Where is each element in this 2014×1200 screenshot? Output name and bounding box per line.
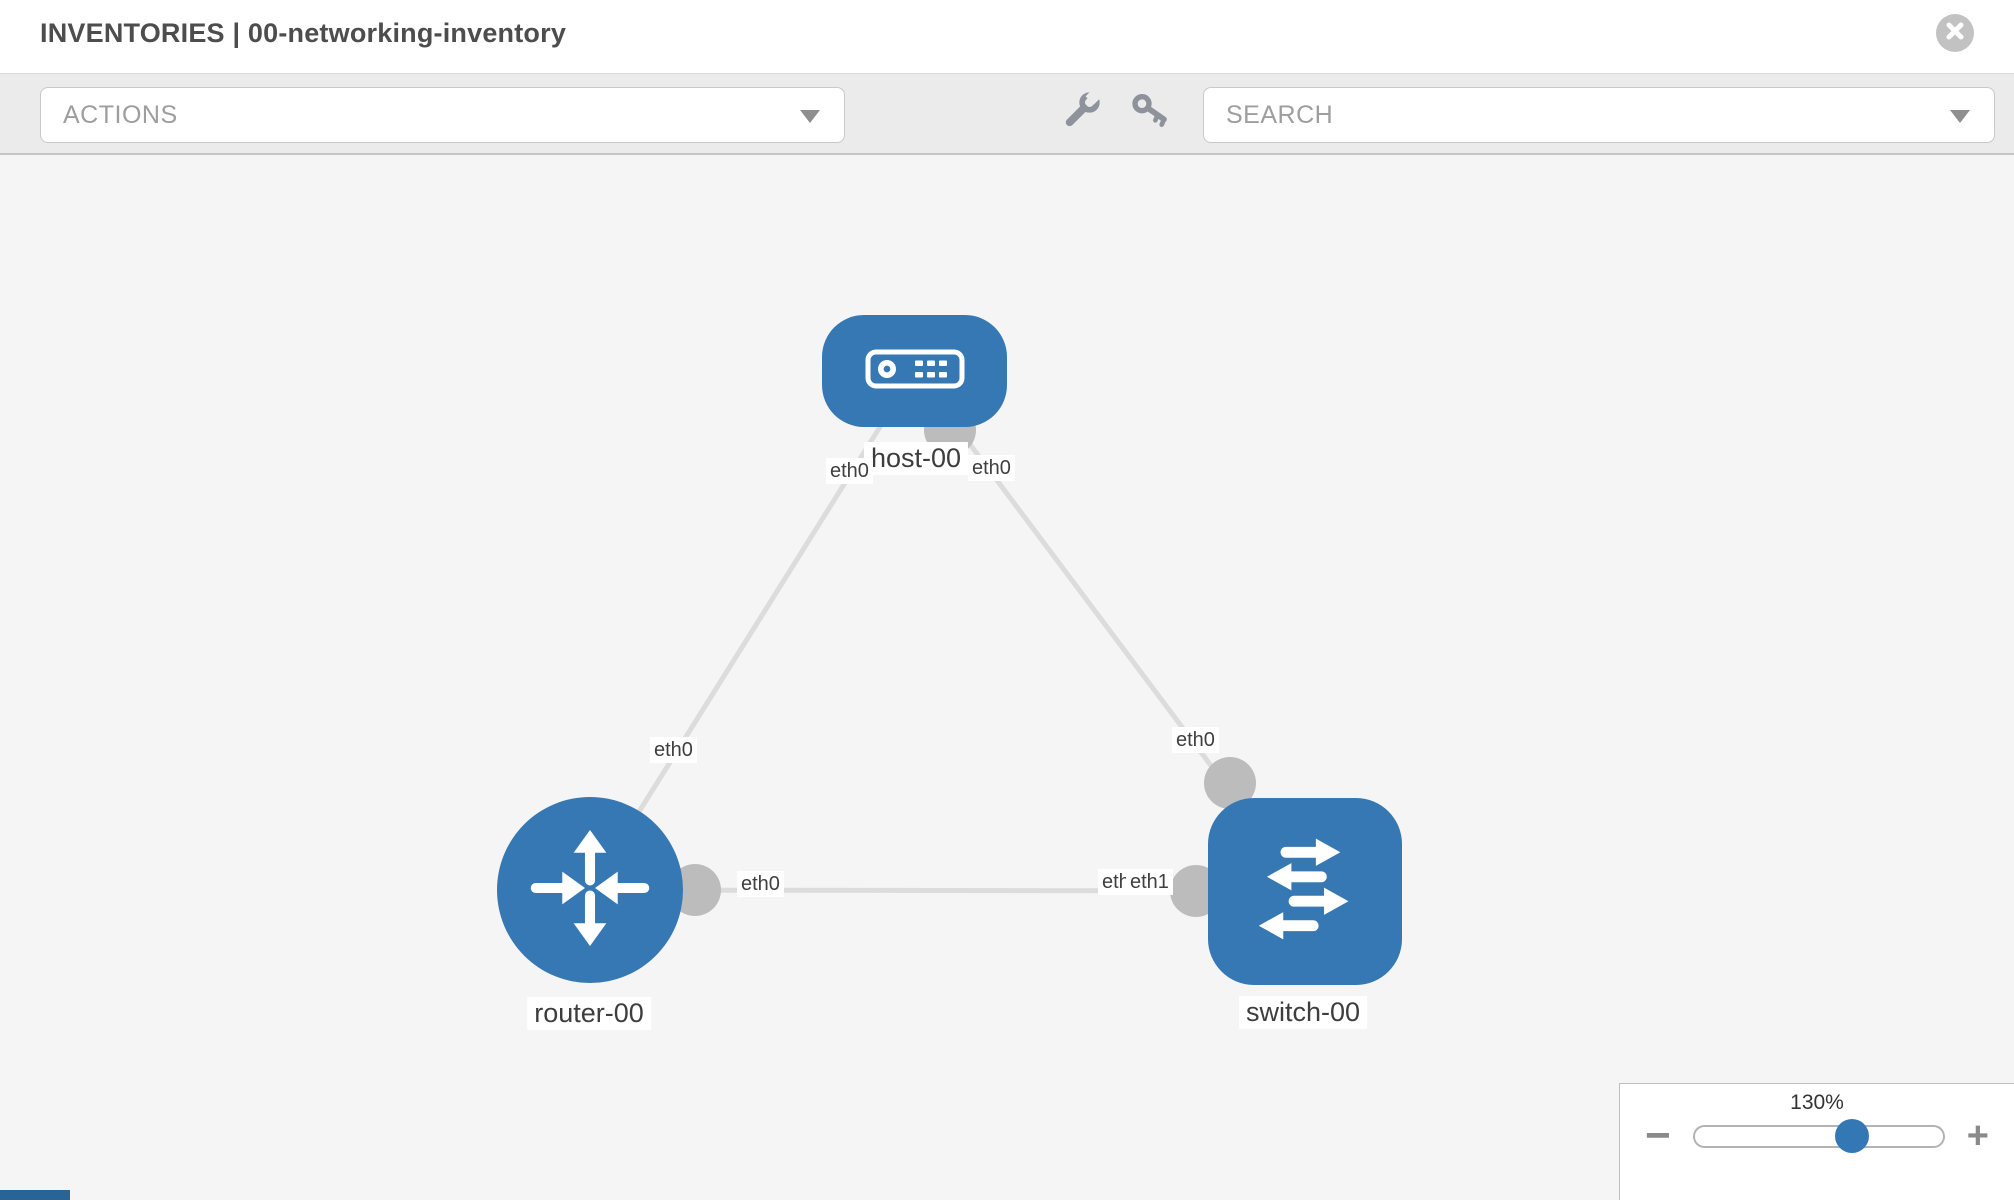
search-dropdown-label: SEARCH — [1226, 100, 1334, 129]
search-dropdown[interactable]: SEARCH — [1203, 87, 1995, 143]
zoom-slider-knob[interactable] — [1834, 1118, 1869, 1153]
zoom-in-button[interactable]: + — [1966, 1115, 1989, 1157]
links-layer — [587, 369, 1307, 917]
node-label-router: router-00 — [527, 997, 651, 1031]
zoom-panel: 130% − + — [1619, 1083, 2014, 1200]
node-label-host: host-00 — [863, 442, 969, 476]
key-icon — [1130, 90, 1170, 135]
router-icon — [527, 825, 653, 956]
zoom-out-button[interactable]: − — [1645, 1111, 1671, 1160]
node-label-switch: switch-00 — [1238, 996, 1368, 1030]
chevron-down-icon — [800, 110, 820, 123]
actions-dropdown[interactable]: ACTIONS — [40, 87, 845, 143]
close-icon — [1946, 22, 1964, 45]
switch-icon — [1237, 821, 1373, 962]
interface-label: eth0 — [650, 737, 697, 763]
actions-dropdown-label: ACTIONS — [63, 100, 178, 129]
link-host-router — [587, 369, 918, 892]
connector-switch-top — [1204, 757, 1256, 809]
zoom-percentage: 130% — [1790, 1091, 1844, 1114]
interface-label: eth0 — [968, 455, 1015, 481]
host-icon — [865, 349, 965, 394]
switch-icon-node[interactable] — [1208, 798, 1402, 985]
topology-canvas[interactable]: host-00 router-00 switch-00 eth0 eth0 et… — [0, 155, 2014, 1200]
interface-label: eth0 — [826, 458, 873, 484]
close-button[interactable] — [1936, 14, 1974, 52]
interface-label: eth0 — [737, 871, 784, 897]
wrench-button[interactable] — [1054, 84, 1110, 140]
wrench-icon — [1062, 88, 1102, 135]
zoom-slider-track[interactable] — [1692, 1118, 1945, 1153]
key-button[interactable] — [1122, 84, 1178, 140]
interface-label: eth0 — [1172, 727, 1219, 753]
partial-element-bottom-left — [0, 1190, 70, 1200]
node-router-00[interactable] — [497, 797, 683, 983]
interface-label: eth1 — [1126, 869, 1173, 895]
toolbar: ACTIONS S — [0, 73, 2014, 155]
modal-header: INVENTORIES | 00-networking-inventory — [0, 0, 2014, 73]
page-title: INVENTORIES | 00-networking-inventory — [40, 18, 567, 48]
chevron-down-icon — [1950, 110, 1970, 123]
node-host-00[interactable] — [822, 315, 1007, 427]
